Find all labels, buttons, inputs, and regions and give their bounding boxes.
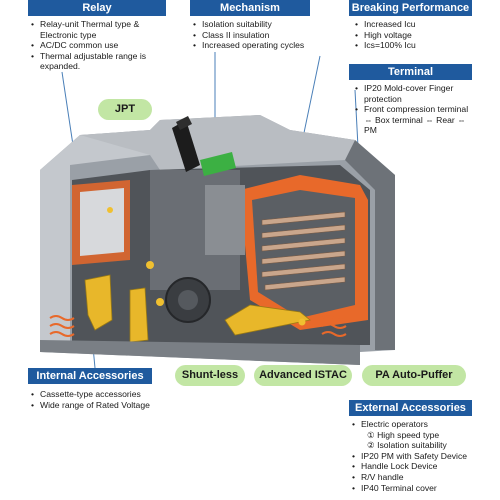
housing-right-face <box>345 140 395 350</box>
contact-drum-hub <box>178 290 198 310</box>
breaking-feature-list: Increased Icu High voltage Ics=100% Icu <box>349 19 472 51</box>
relay-feature-3: Thermal adjustable range is expanded. <box>31 51 166 72</box>
relay-title: Relay <box>28 0 166 16</box>
advanced-istac-pill: Advanced ISTAC <box>254 365 352 386</box>
external-accessories-callout: External Accessories Electric operators … <box>349 400 472 493</box>
terminal-feature-list: IP20 Mold-cover Finger protection Front … <box>349 83 472 136</box>
terminal-feature-2: Front compression terminal ⇔ Box termina… <box>355 104 472 136</box>
breaking-performance-callout: Breaking Performance Increased Icu High … <box>349 0 472 51</box>
mechanism-feature-1: Isolation suitability <box>193 19 310 30</box>
mechanism-feature-list: Isolation suitability Class II insulatio… <box>190 19 310 51</box>
breaking-feature-2: High voltage <box>355 30 472 41</box>
yellow-conductors <box>84 274 311 343</box>
handle-indicator-green <box>200 152 236 176</box>
external-feature-2: IP20 PM with Safety Device <box>352 451 472 462</box>
handle-tip <box>176 116 192 130</box>
coil-springs <box>49 315 347 337</box>
mechanism-feature-2: Class II insulation <box>193 30 310 41</box>
internal-feature-1: Cassette-type accessories <box>31 389 152 400</box>
housing-left-face <box>40 135 150 352</box>
top-cover <box>80 115 355 170</box>
external-subfeature-1: ① High speed type <box>367 429 440 440</box>
pa-auto-puffer-pill: PA Auto-Puffer <box>362 365 466 386</box>
handle-lever <box>172 120 200 172</box>
internal-accessories-title: Internal Accessories <box>28 368 152 384</box>
external-feature-1: Electric operators <box>352 419 472 430</box>
arc-chute-plates <box>261 211 346 291</box>
breaking-feature-1: Increased Icu <box>355 19 472 30</box>
relay-feature-1: Relay-unit Thermal type & Electronic typ… <box>31 19 166 40</box>
external-feature-list: Electric operators ① High speed type ② I… <box>349 419 472 493</box>
external-feature-3: Handle Lock Device <box>352 461 472 472</box>
external-subfeature-2: ② Isolation suitability <box>367 440 447 451</box>
relay-callout: Relay Relay-unit Thermal type & Electron… <box>28 0 166 72</box>
mechanism-callout: Mechanism Isolation suitability Class II… <box>190 0 310 51</box>
external-feature-5: IP40 Terminal cover <box>352 483 472 494</box>
internal-feature-list: Cassette-type accessories Wide range of … <box>28 389 152 410</box>
mechanism-title: Mechanism <box>190 0 310 16</box>
external-feature-4: R/V handle <box>352 472 472 483</box>
mechanism-plate <box>205 185 245 255</box>
internal-accessories-callout: Internal Accessories Cassette-type acces… <box>28 368 152 410</box>
mechanism-feature-3: Increased operating cycles <box>193 40 310 51</box>
relay-feature-2: AC/DC common use <box>31 40 166 51</box>
terminal-feature-1: IP20 Mold-cover Finger protection <box>355 83 472 104</box>
relay-unit <box>80 188 124 256</box>
relay-feature-list: Relay-unit Thermal type & Electronic typ… <box>28 19 166 72</box>
external-accessories-title: External Accessories <box>349 400 472 416</box>
shunt-less-pill: Shunt-less <box>175 365 245 386</box>
terminal-title: Terminal <box>349 64 472 80</box>
housing-base <box>40 340 360 365</box>
terminal-callout: Terminal IP20 Mold-cover Finger protecti… <box>349 64 472 136</box>
breaking-performance-title: Breaking Performance <box>349 0 472 16</box>
terminal-screws <box>107 207 306 326</box>
breaking-feature-3: Ics=100% Icu <box>355 40 472 51</box>
jpt-pill: JPT <box>98 99 152 120</box>
internal-feature-2: Wide range of Rated Voltage <box>31 400 152 411</box>
